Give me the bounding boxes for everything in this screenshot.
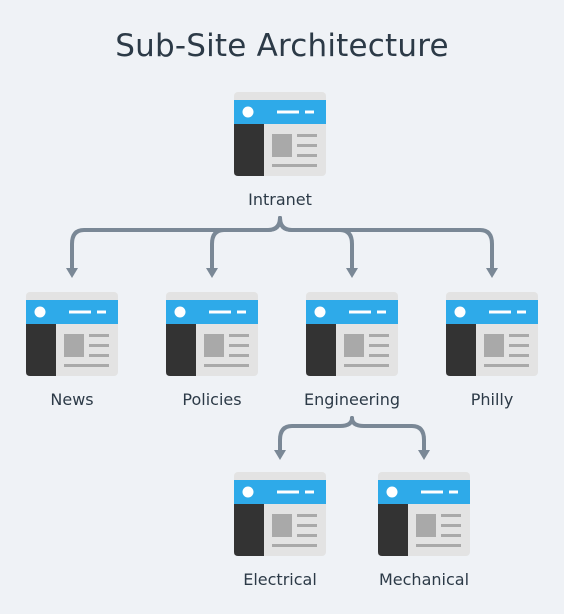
arrowhead-news — [66, 268, 78, 278]
website-icon — [26, 292, 118, 376]
website-icon — [306, 292, 398, 376]
node-label-intranet: Intranet — [248, 190, 312, 209]
website-icon — [234, 92, 326, 176]
node-label-electrical: Electrical — [243, 570, 317, 589]
connector-engineering-mechanical — [350, 416, 426, 452]
website-icon — [446, 292, 538, 376]
arrowhead-mechanical — [418, 450, 430, 460]
arrowhead-engineering — [346, 268, 358, 278]
node-label-news: News — [50, 390, 94, 409]
node-label-philly: Philly — [470, 390, 514, 409]
arrowhead-philly — [486, 268, 498, 278]
connector-engineering-electrical — [278, 416, 354, 452]
node-label-mechanical: Mechanical — [378, 570, 470, 589]
connector-intranet-engineering — [278, 216, 354, 270]
node-label-policies: Policies — [182, 390, 242, 409]
diagram-title: Sub-Site Architecture — [115, 28, 449, 64]
website-icon — [234, 472, 326, 556]
connector-intranet-policies — [210, 216, 282, 270]
connector-intranet-philly — [278, 216, 494, 270]
arrowhead-electrical — [274, 450, 286, 460]
connector-intranet-news — [70, 216, 282, 270]
website-icon — [378, 472, 470, 556]
arrowhead-policies — [206, 268, 218, 278]
node-label-engineering: Engineering — [304, 390, 400, 409]
website-icon — [166, 292, 258, 376]
